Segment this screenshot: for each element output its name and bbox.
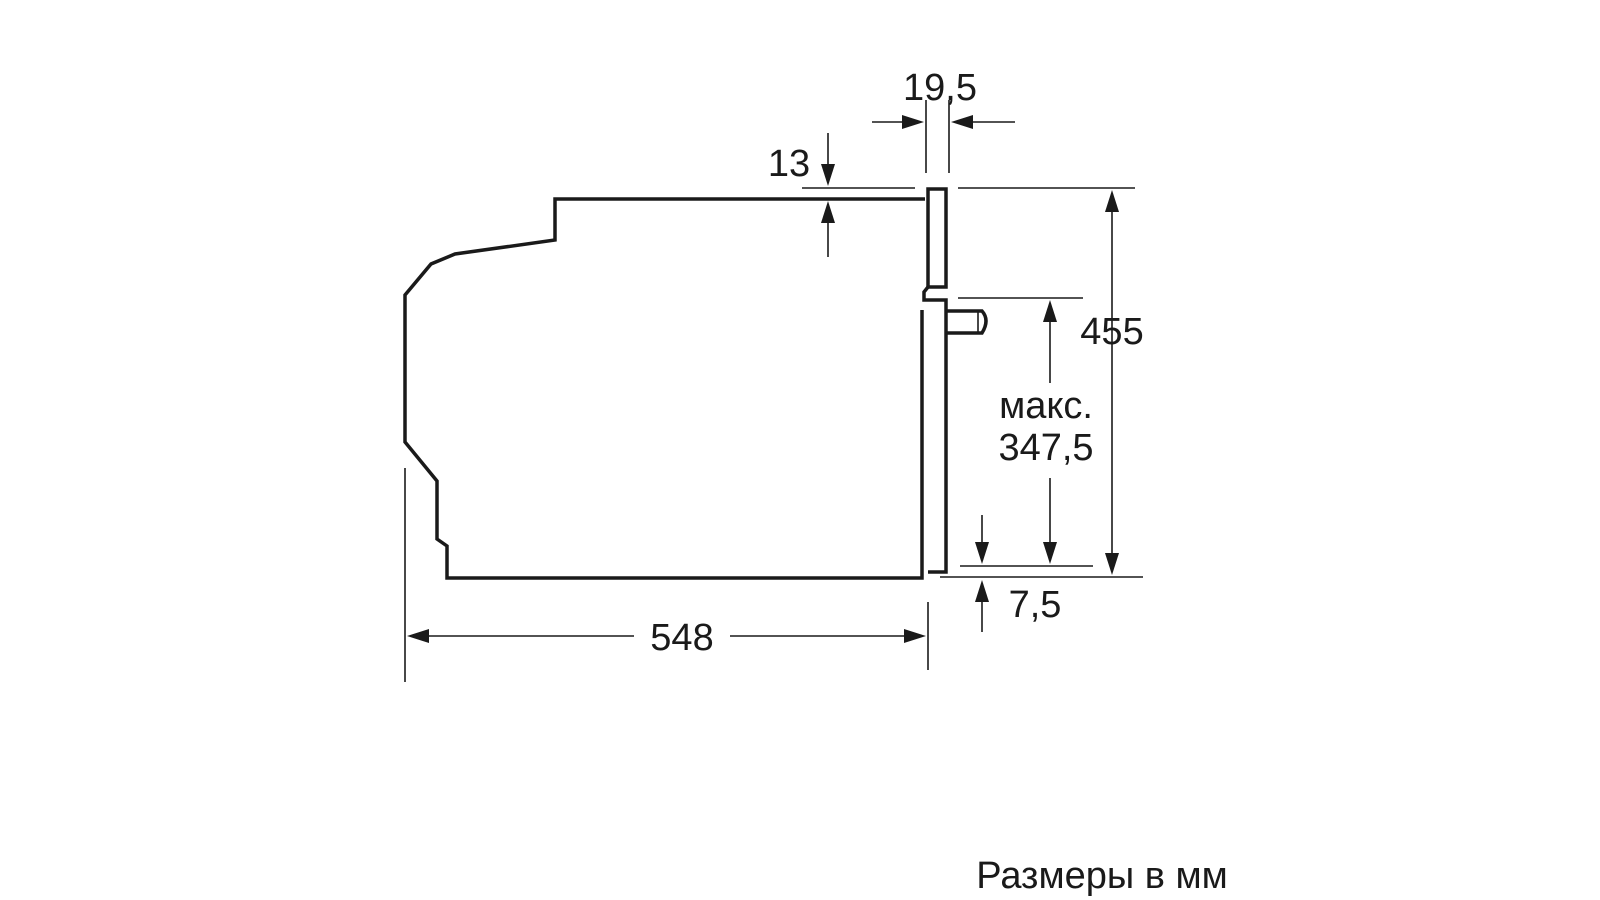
arrow-up-icon [1043, 300, 1057, 322]
front-panel-upper [926, 187, 948, 289]
dim-label-top-gap: 13 [768, 143, 810, 185]
arrow-right-icon [902, 115, 924, 129]
arrow-right-icon [904, 629, 926, 643]
front-panel-lower [928, 298, 948, 574]
arrow-up-icon [975, 580, 989, 602]
dim-label-total-height: 455 [1080, 311, 1143, 353]
appliance-body-outline [403, 197, 925, 580]
arrow-down-icon [975, 542, 989, 564]
dim-label-panel-thickness: 19,5 [903, 67, 977, 109]
arrow-up-icon [1105, 190, 1119, 212]
arrow-up-icon [821, 201, 835, 223]
knob-icon [946, 309, 988, 335]
arrow-down-icon [1043, 542, 1057, 564]
arrow-down-icon [821, 164, 835, 186]
arrow-down-icon [1105, 553, 1119, 575]
dim-label-bottom-gap: 7,5 [1009, 584, 1062, 626]
panel-step [922, 285, 930, 302]
dim-label-depth: 548 [650, 617, 713, 659]
arrow-left-icon [951, 115, 973, 129]
arrow-left-icon [407, 629, 429, 643]
units-note: Размеры в мм [976, 855, 1227, 897]
dim-label-max: макс. [999, 385, 1093, 427]
dim-label-max-value: 347,5 [998, 427, 1093, 469]
